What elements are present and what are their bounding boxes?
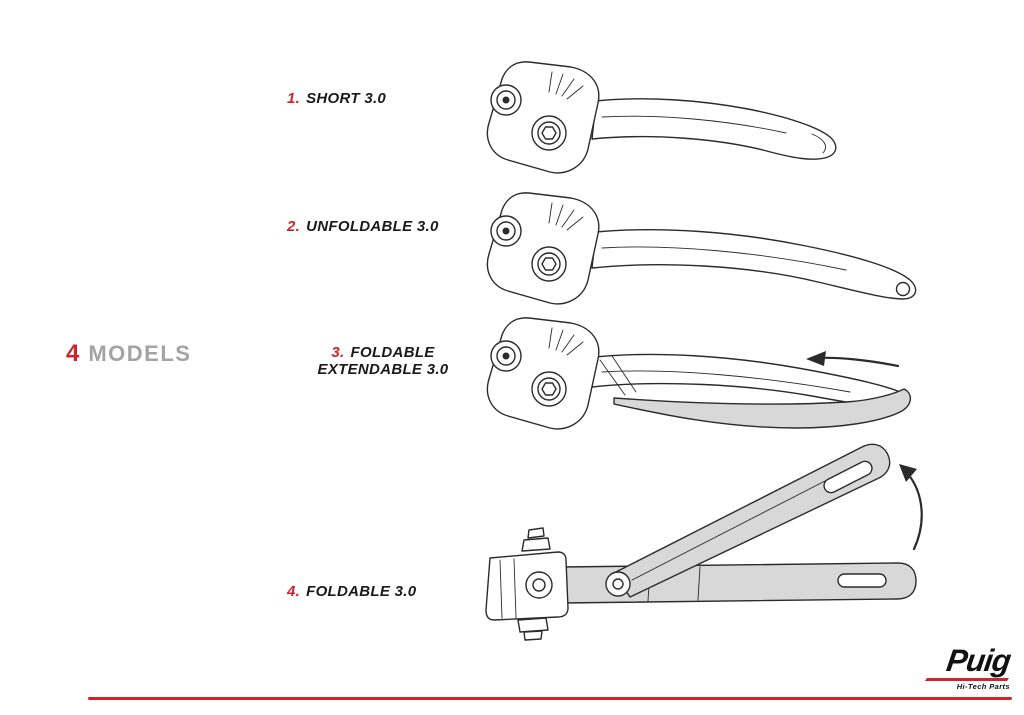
- lever-foldable-extendable-illustration: [486, 317, 911, 430]
- pivot-bolt-bottom: [517, 617, 549, 633]
- adjuster-bolt-top: [521, 537, 551, 552]
- model-3-number: 3.: [331, 344, 345, 361]
- models-count: 4: [66, 340, 80, 367]
- model-1-name: SHORT 3.0: [306, 90, 387, 107]
- models-title: 4 MODELS: [66, 340, 191, 368]
- extend-direction-arrow: [806, 351, 900, 368]
- model-3-name: FOLDABLE EXTENDABLE 3.0: [317, 344, 449, 378]
- model-3-label: 3.FOLDABLE EXTENDABLE 3.0: [283, 344, 483, 378]
- model-4-number: 4.: [287, 583, 301, 600]
- model-1-label: 1. SHORT 3.0: [287, 90, 386, 107]
- model-2-number: 2.: [287, 218, 301, 235]
- pivot-hex-nut: [541, 257, 557, 271]
- model-2-label: 2. UNFOLDABLE 3.0: [287, 218, 439, 235]
- fold-pivot-joint: [605, 571, 631, 597]
- brand-tagline: Hi-Tech Parts: [956, 682, 1010, 691]
- lever-extendable-insert: [613, 388, 911, 429]
- foldable-folded-arm: [613, 443, 891, 598]
- lever-unfoldable-blade: [591, 228, 917, 300]
- main-arm-slot: [837, 573, 887, 588]
- bottom-divider: [88, 697, 1012, 700]
- model-4-label: 4. FOLDABLE 3.0: [287, 583, 416, 600]
- lever-foldable-illustration: [485, 443, 923, 641]
- lever-unfoldable-illustration: [486, 192, 917, 305]
- pivot-hex-nut: [541, 126, 557, 140]
- pivot-hex-nut: [541, 382, 557, 396]
- model-4-name: FOLDABLE 3.0: [306, 583, 417, 600]
- brand-logo-rule: [924, 678, 1010, 681]
- lever-short-blade: [591, 98, 837, 160]
- model-2-name: UNFOLDABLE 3.0: [306, 218, 439, 235]
- model-1-number: 1.: [287, 90, 301, 107]
- brand-name: Puig: [944, 643, 1013, 678]
- brand-logo: Puig Hi-Tech Parts: [924, 643, 1013, 691]
- models-word: MODELS: [88, 341, 192, 366]
- lever-short-illustration: [486, 61, 837, 174]
- fold-direction-arrow: [899, 464, 923, 551]
